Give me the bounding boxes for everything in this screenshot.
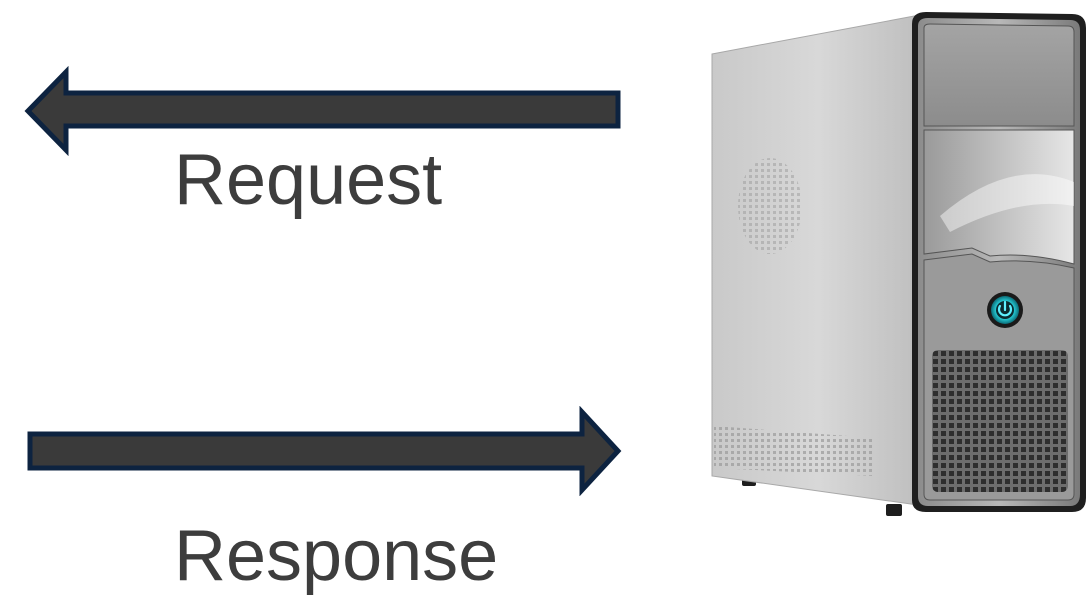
server-tower-icon bbox=[711, 12, 1086, 516]
arrow-right-icon bbox=[27, 406, 622, 496]
request-label: Request bbox=[174, 140, 443, 220]
response-label: Response bbox=[174, 516, 499, 596]
arrow-left-icon bbox=[24, 66, 621, 156]
